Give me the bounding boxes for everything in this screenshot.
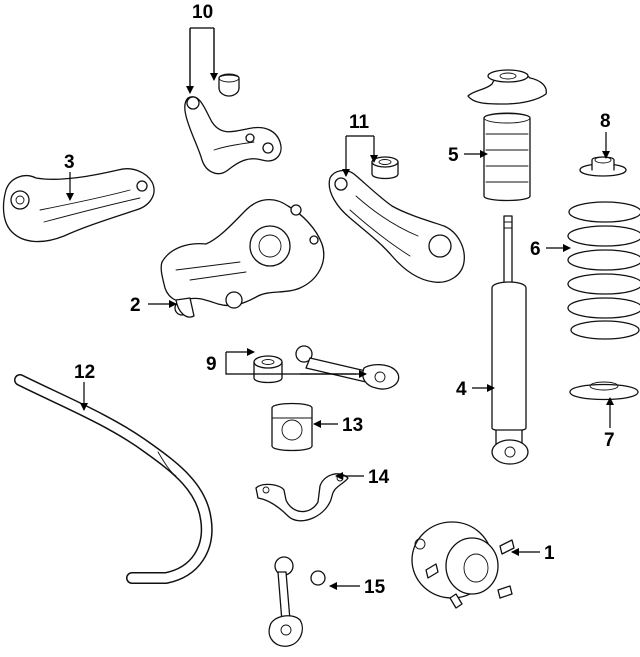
upper-control-arm bbox=[184, 96, 282, 175]
upper-arm-bushing bbox=[218, 73, 240, 97]
dust-boot bbox=[483, 112, 531, 202]
callout-4: 4 bbox=[456, 379, 467, 400]
stabilizer-bracket bbox=[255, 473, 349, 522]
coil-spring bbox=[567, 201, 640, 340]
trailing-arm bbox=[2, 168, 155, 243]
toe-link bbox=[295, 345, 400, 390]
callout-11: 11 bbox=[349, 112, 370, 133]
toe-link-bushing bbox=[253, 355, 283, 384]
callout-5: 5 bbox=[448, 145, 459, 166]
callout-1: 1 bbox=[544, 543, 555, 564]
stabilizer-bar bbox=[14, 374, 213, 584]
callout-3: 3 bbox=[64, 152, 75, 173]
callout-2: 2 bbox=[130, 295, 141, 316]
lower-arm-bushing bbox=[371, 156, 399, 180]
callout-13: 13 bbox=[342, 415, 363, 436]
strut-mount bbox=[467, 69, 547, 105]
callout-9: 9 bbox=[206, 354, 217, 375]
stabilizer-link bbox=[268, 556, 326, 647]
callout-7: 7 bbox=[604, 430, 615, 451]
stabilizer-bushing bbox=[271, 402, 313, 452]
callout-15: 15 bbox=[364, 577, 386, 598]
hub-bearing bbox=[411, 521, 515, 609]
shock-absorber bbox=[491, 215, 529, 465]
callout-14: 14 bbox=[368, 467, 390, 488]
callout-10: 10 bbox=[192, 2, 213, 23]
lower-control-arm bbox=[328, 169, 465, 283]
rear-knuckle bbox=[160, 199, 325, 318]
upper-spring-seat bbox=[579, 156, 627, 177]
callout-12: 12 bbox=[74, 362, 95, 383]
callout-6: 6 bbox=[530, 239, 541, 260]
lower-spring-seat bbox=[569, 381, 639, 401]
leader-lines bbox=[66, 27, 614, 590]
callout-8: 8 bbox=[600, 111, 611, 132]
